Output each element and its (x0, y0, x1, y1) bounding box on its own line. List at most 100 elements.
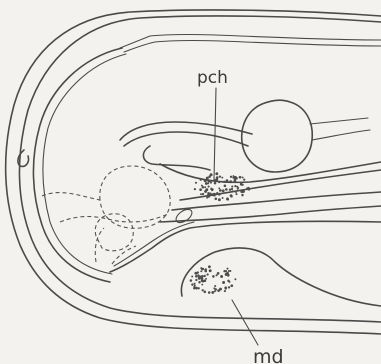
md-stipple-dot (191, 276, 193, 278)
md-stipple-dot (198, 287, 200, 289)
pch-stipple-dot (222, 189, 225, 192)
pch-stipple-dot (229, 180, 232, 183)
dashed-line-mid (60, 214, 168, 222)
pch-stipple-dot (243, 178, 245, 180)
md-stipple-dot (211, 291, 214, 294)
md-stipple-dot (204, 291, 207, 294)
pch-stipple-dot (215, 172, 218, 175)
md-stipple-dot (208, 291, 211, 294)
pch-stipple-dot (237, 188, 239, 190)
pch-stipple-dot (211, 189, 213, 191)
md-stipple-dot (216, 274, 218, 276)
vesicle-stalk-bottom (312, 130, 370, 140)
pch-stipple-dot (235, 193, 237, 195)
pch-stipple-dot (213, 193, 216, 196)
md-stipple-dot (194, 272, 197, 275)
frontal-ectoderm-inner (43, 54, 126, 274)
md-stipple-dot (206, 273, 208, 275)
pch-stipple-dot (218, 187, 220, 189)
md-stipple-dot (205, 278, 207, 280)
md-label: md (253, 346, 284, 364)
upper-fold-lower (124, 132, 248, 146)
md-stipple-dot (200, 270, 202, 272)
pch-stipple-dot (226, 179, 229, 182)
md-stipple-dot (202, 289, 204, 291)
dashed-loop-large (100, 166, 170, 228)
md-stipple-dot (223, 270, 225, 272)
pch-stipple-dot (229, 189, 231, 191)
pch-stipple-dot (202, 186, 204, 188)
pch-stipple-dot (210, 173, 213, 176)
md-stipple-dot (228, 270, 230, 272)
md-stipple-dot (201, 277, 204, 280)
pch-stipple-dot (215, 198, 218, 201)
pch-stipple-dot (239, 176, 242, 179)
md-stipple-dot (198, 281, 200, 283)
pch-stipple-dot (195, 182, 197, 184)
pch-stipple-dot (233, 180, 236, 183)
pch-label: pch (197, 68, 228, 88)
pch-stipple-dot (241, 194, 243, 196)
md-leader-line (232, 300, 258, 345)
dashed-line-lower (95, 228, 104, 262)
pch-stipple-dot (225, 188, 228, 191)
pch-stipple-dot (231, 188, 233, 190)
pch-stipple-dot (210, 193, 212, 195)
pch-stipple-dot (247, 187, 249, 189)
pch-stipple-dot (194, 188, 196, 190)
md-stipple-dot (208, 265, 211, 268)
pch-stipple-dot (208, 180, 211, 183)
pharynx-floor-inner (114, 222, 194, 266)
pch-stipple-dot (199, 188, 202, 191)
pch-stipple-dot (218, 181, 220, 183)
md-stipple-dot (209, 269, 212, 272)
pericardial-sac (181, 248, 381, 306)
md-stipple-dot (201, 284, 203, 286)
pch-stipple-dot (200, 193, 202, 195)
pch-stipple-dot (206, 177, 209, 180)
pch-stipple-dot (204, 186, 206, 188)
dashed-line-upper (42, 193, 100, 200)
pch-leader-line (214, 88, 216, 180)
pch-stipple-dot (242, 176, 244, 178)
pch-stipple-dot (234, 185, 236, 187)
md-stipple (190, 265, 237, 293)
pch-stipple-dot (227, 199, 229, 201)
md-stipple-dot (213, 287, 215, 289)
md-stipple-dot (199, 277, 201, 279)
pch-stipple-dot (240, 190, 243, 193)
md-stipple-dot (191, 283, 193, 285)
md-stipple-dot (212, 275, 215, 278)
md-stipple-dot (214, 285, 216, 287)
pch-stipple-dot (232, 177, 234, 179)
pch-stipple-dot (214, 182, 217, 185)
md-stipple-dot (194, 285, 196, 287)
pch-stipple-dot (241, 184, 243, 186)
md-stipple-dot (217, 272, 220, 275)
fold-loop (143, 146, 210, 170)
md-stipple-dot (234, 278, 236, 280)
pch-stipple-dot (208, 186, 210, 188)
pch-stipple-dot (231, 190, 233, 192)
md-stipple-dot (201, 275, 204, 278)
md-stipple-dot (201, 268, 203, 270)
pch-stipple-dot (221, 177, 223, 179)
md-stipple-dot (224, 286, 227, 289)
md-stipple-dot (230, 284, 233, 287)
pharynx-floor (110, 221, 381, 272)
dorsal-fold-inner (124, 41, 381, 53)
md-stipple-dot (194, 283, 196, 285)
pch-stipple-dot (202, 193, 204, 195)
md-stipple-dot (190, 279, 193, 282)
vesicle-stalk-top (310, 118, 368, 124)
md-stipple-dot (223, 281, 225, 283)
pch-stipple-dot (231, 186, 233, 188)
pch-stipple-dot (233, 175, 235, 177)
pch-stipple-dot (222, 197, 224, 199)
md-stipple-dot (195, 275, 198, 278)
md-stipple-dot (225, 273, 227, 275)
pch-stipple-dot (219, 193, 221, 195)
frontal-ectoderm (33, 48, 122, 282)
md-stipple-dot (204, 268, 207, 271)
